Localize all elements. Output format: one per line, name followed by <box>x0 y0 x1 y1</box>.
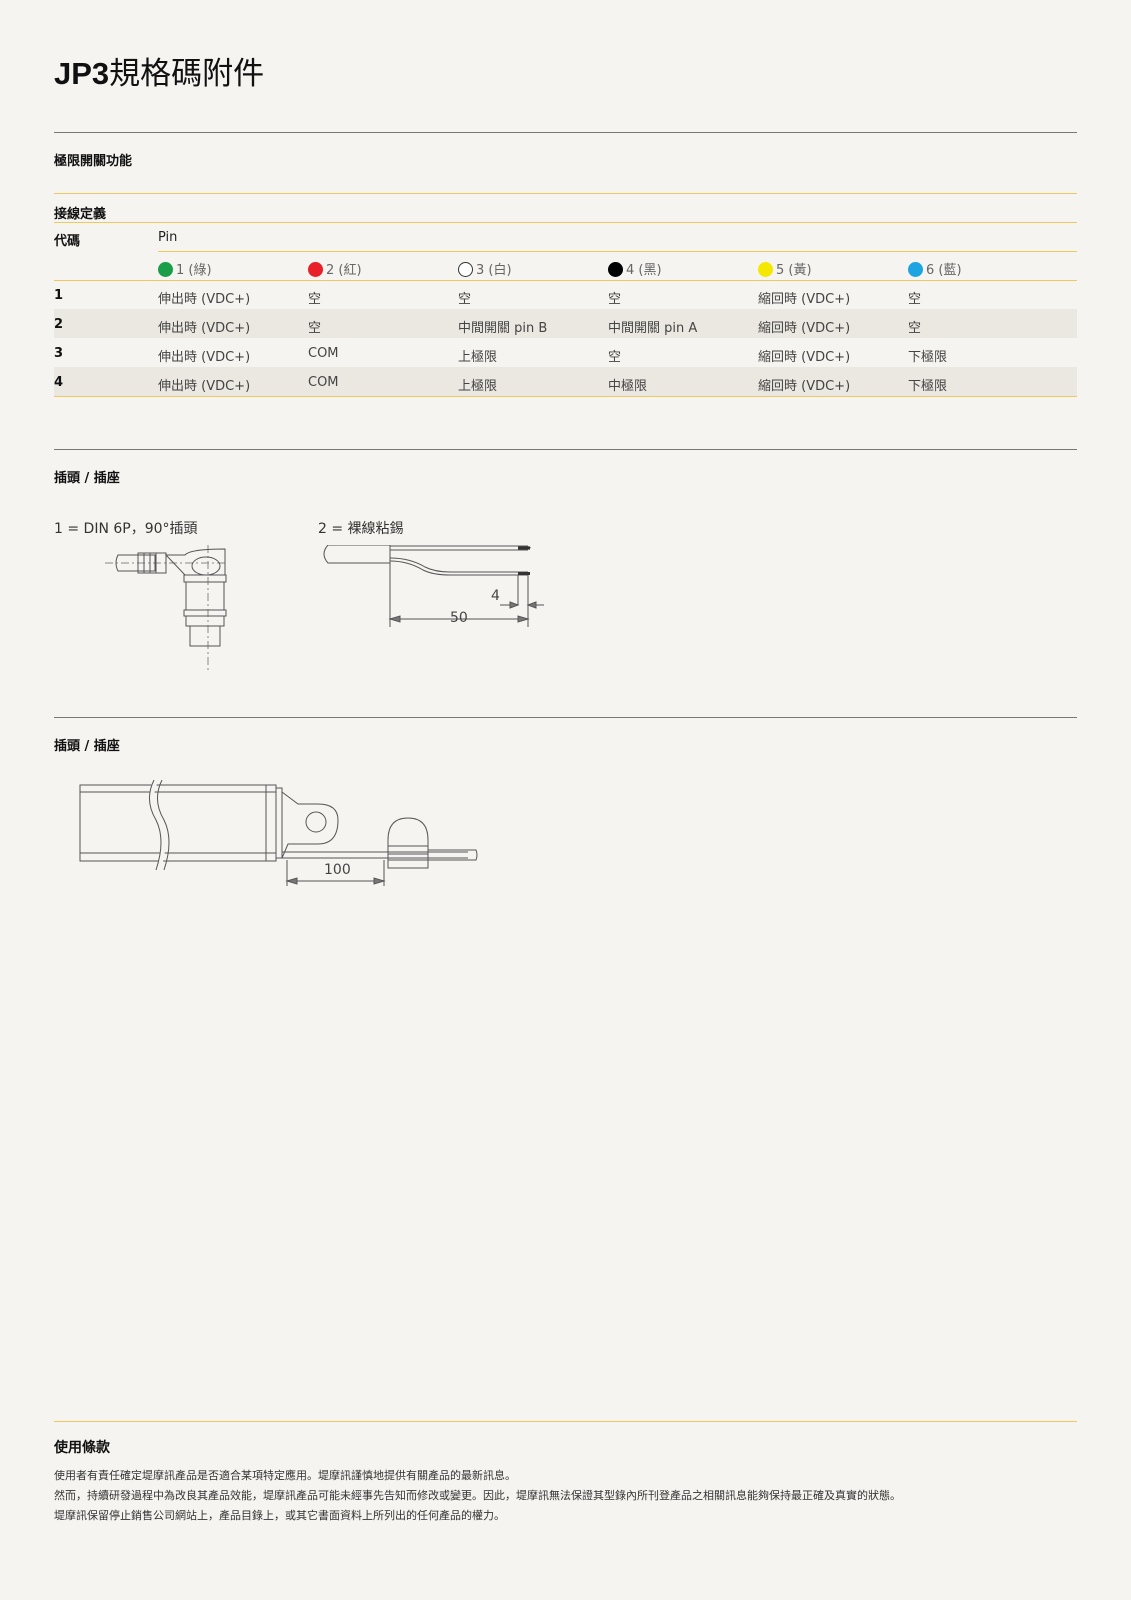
din-connector-drawing <box>105 545 227 673</box>
section-limit-heading: 極限開關功能 <box>54 154 133 169</box>
color-dot-icon <box>158 262 173 277</box>
title-bold: JP3 <box>54 56 110 91</box>
table-cell: 中間開關 pin A <box>608 321 698 336</box>
table-cell: 上極限 <box>458 350 498 365</box>
pin-4: 4 (黑) <box>608 259 662 278</box>
divider <box>158 251 1077 252</box>
code-header: 代碼 <box>54 234 81 249</box>
page-title: JP3規格碼附件 <box>54 48 264 93</box>
actuator-cable-drawing <box>79 780 478 886</box>
table-cell: COM <box>308 346 339 361</box>
color-dot-icon <box>458 262 473 277</box>
plug-option-2: 2 = 裸線粘錫 <box>318 521 404 537</box>
terms-line: 然而，持續研發過程中為改良其產品效能，堤摩訊產品可能未經事先告知而修改或變更。因… <box>54 1489 901 1502</box>
pin-5: 5 (黃) <box>758 259 812 278</box>
table-row <box>54 309 1077 338</box>
table-cell: 下極限 <box>908 350 948 365</box>
plug-option-1: 1 = DIN 6P，90°插頭 <box>54 521 198 537</box>
table-cell: 空 <box>458 292 472 307</box>
pin-header: Pin <box>158 230 178 245</box>
table-cell: 下極限 <box>908 379 948 394</box>
divider <box>54 132 1077 133</box>
pin-6: 6 (藍) <box>908 259 962 278</box>
table-cell: 伸出時 (VDC+) <box>158 379 251 394</box>
table-cell: COM <box>308 375 339 390</box>
pin-1: 1 (綠) <box>158 259 212 278</box>
color-dot-icon <box>908 262 923 277</box>
pin-2: 2 (紅) <box>308 259 362 278</box>
plug-heading: 插頭 / 插座 <box>54 471 120 486</box>
color-dot-icon <box>758 262 773 277</box>
terms-heading: 使用條款 <box>54 1440 110 1456</box>
pin-label: 2 (紅) <box>326 263 362 278</box>
table-cell: 空 <box>908 321 922 336</box>
color-dot-icon <box>608 262 623 277</box>
table-cell: 中間開關 pin B <box>458 321 548 336</box>
table-cell: 中極限 <box>608 379 648 394</box>
pin-label: 6 (藍) <box>926 263 962 278</box>
divider <box>54 280 1077 281</box>
title-rest: 規格碼附件 <box>109 56 265 92</box>
row-code: 3 <box>54 346 64 361</box>
terms-line: 堤摩訊保留停止銷售公司網站上，產品目錄上，或其它書面資料上所列出的任何產品的權力… <box>54 1509 505 1522</box>
pin-label: 1 (綠) <box>176 263 212 278</box>
table-cell: 縮回時 (VDC+) <box>758 321 851 336</box>
table-cell: 伸出時 (VDC+) <box>158 292 251 307</box>
divider <box>54 193 1077 194</box>
row-code: 2 <box>54 317 64 332</box>
pin-3: 3 (白) <box>458 259 512 278</box>
divider <box>54 222 1077 223</box>
pin-label: 4 (黑) <box>626 263 662 278</box>
row-code: 4 <box>54 375 64 390</box>
table-cell: 縮回時 (VDC+) <box>758 350 851 365</box>
divider <box>54 396 1077 397</box>
dim-100: 100 <box>324 862 351 878</box>
bare-wire-drawing <box>323 545 544 627</box>
table-cell: 伸出時 (VDC+) <box>158 350 251 365</box>
terms-line: 使用者有責任確定堤摩訊產品是否適合某項特定應用。堤摩訊謹慎地提供有關產品的最新訊… <box>54 1469 516 1482</box>
color-dot-icon <box>308 262 323 277</box>
table-cell: 空 <box>308 321 322 336</box>
pin-label: 5 (黃) <box>776 263 812 278</box>
divider <box>54 449 1077 450</box>
table-cell: 上極限 <box>458 379 498 394</box>
dim-50: 50 <box>450 610 468 626</box>
row-code: 1 <box>54 288 64 303</box>
pin-label: 3 (白) <box>476 263 512 278</box>
table-cell: 空 <box>608 350 622 365</box>
table-cell: 空 <box>908 292 922 307</box>
terms-text: 使用者有責任確定堤摩訊產品是否適合某項特定應用。堤摩訊謹慎地提供有關產品的最新訊… <box>54 1466 901 1526</box>
table-cell: 空 <box>308 292 322 307</box>
divider <box>54 1421 1077 1422</box>
wiring-heading: 接線定義 <box>54 207 107 222</box>
table-cell: 伸出時 (VDC+) <box>158 321 251 336</box>
plug2-heading: 插頭 / 插座 <box>54 739 120 754</box>
table-cell: 空 <box>608 292 622 307</box>
table-cell: 縮回時 (VDC+) <box>758 292 851 307</box>
table-cell: 縮回時 (VDC+) <box>758 379 851 394</box>
dim-4: 4 <box>491 588 500 604</box>
table-row <box>54 367 1077 396</box>
divider <box>54 717 1077 718</box>
